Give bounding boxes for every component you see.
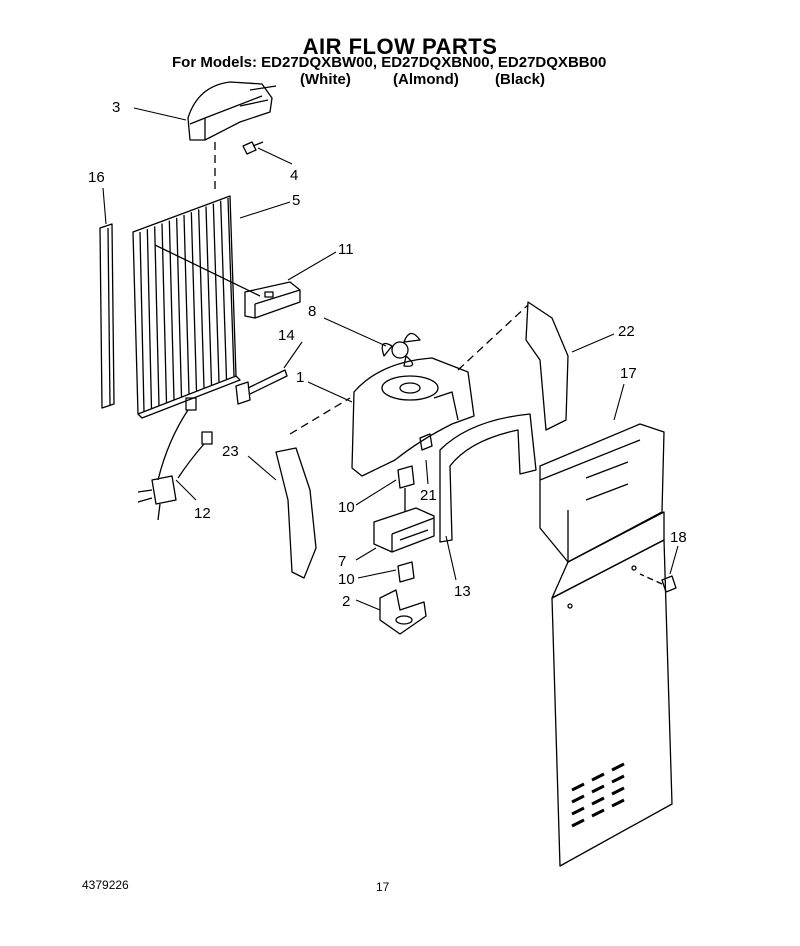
vent-slot <box>611 798 625 808</box>
part-17-air-duct <box>539 423 673 867</box>
grille-fin <box>190 212 198 392</box>
callout-12: 12 <box>194 505 211 522</box>
leader-11 <box>154 244 261 297</box>
vent-slot <box>591 784 605 794</box>
part-7-fan-motor <box>373 507 435 553</box>
part-11-bracket <box>244 281 301 319</box>
callout-8: 8 <box>308 303 316 320</box>
models-line: For Models: ED27DQXBW00, ED27DQXBN00, ED… <box>172 54 607 71</box>
grille-fin <box>154 226 160 407</box>
grille-fin <box>161 223 168 404</box>
grille-fin <box>176 217 183 398</box>
part-16-gasket-strip <box>99 223 115 409</box>
part-2-motor-bracket <box>379 589 427 635</box>
callout-7: 7 <box>338 553 346 570</box>
callout-10-upper: 10 <box>338 499 355 516</box>
part-10-bushing-lower <box>397 561 415 583</box>
grille-fin <box>212 203 220 383</box>
leader-22 <box>457 304 529 371</box>
vent-slot <box>611 786 625 796</box>
part-8-fan-blade <box>381 332 421 367</box>
vent-slot <box>571 782 585 792</box>
callout-3: 3 <box>112 99 120 116</box>
doc-number: 4379226 <box>82 878 129 892</box>
vent-slot <box>611 774 625 784</box>
variant-almond: (Almond) <box>393 71 459 88</box>
leader-1-23 <box>289 397 351 435</box>
vent-slot <box>591 808 605 818</box>
callout-5: 5 <box>292 192 300 209</box>
callout-1: 1 <box>296 369 304 386</box>
page-title: AIR FLOW PARTS <box>302 34 498 59</box>
page-number: 17 <box>376 880 390 894</box>
vent-slot <box>571 806 585 816</box>
part-14-heater <box>235 369 288 405</box>
grille-fin <box>205 206 213 386</box>
leader-lines <box>102 107 679 611</box>
grille-fin <box>168 220 175 401</box>
part-1-fan-shroud <box>351 357 475 477</box>
vent-slot <box>611 762 625 772</box>
callout-13: 13 <box>454 583 471 600</box>
callout-4: 4 <box>290 167 298 184</box>
vent-slot <box>571 794 585 804</box>
callout-23: 23 <box>222 443 239 460</box>
grille-fin <box>220 200 228 380</box>
part-10-bushing-upper <box>397 465 415 512</box>
vent-slot <box>591 772 605 782</box>
grille-fin <box>146 229 153 410</box>
callout-11: 11 <box>338 241 354 258</box>
callout-18: 18 <box>670 529 687 546</box>
part-3-duct-cap <box>187 81 277 141</box>
callout-14: 14 <box>278 327 295 344</box>
callout-16: 16 <box>88 169 105 186</box>
part-22-baffle <box>525 301 569 431</box>
callout-labels: 3 4 16 5 11 8 14 22 1 17 23 21 12 10 18 … <box>88 99 687 610</box>
part-13-frame <box>439 413 537 543</box>
variant-black: (Black) <box>495 71 546 88</box>
callout-10-lower: 10 <box>338 571 355 588</box>
part-18-screw <box>639 573 677 593</box>
vent-slot <box>571 818 585 828</box>
part-21-screw <box>419 433 433 451</box>
vent-slot <box>591 796 605 806</box>
air-duct-vents <box>571 762 625 828</box>
part-5-evaporator-cover <box>132 195 241 419</box>
variant-white: (White) <box>300 71 351 88</box>
grille-fin <box>183 214 190 395</box>
callout-22: 22 <box>618 323 635 340</box>
callout-17: 17 <box>620 365 637 382</box>
part-12-wire-harness <box>137 397 213 521</box>
grille-fin <box>227 197 235 377</box>
part-4-screw <box>242 141 264 155</box>
callout-21: 21 <box>420 487 437 504</box>
callout-2: 2 <box>342 593 350 610</box>
grille-fin <box>198 209 205 389</box>
part-23-baffle <box>275 447 317 579</box>
grille-fin <box>139 231 145 413</box>
